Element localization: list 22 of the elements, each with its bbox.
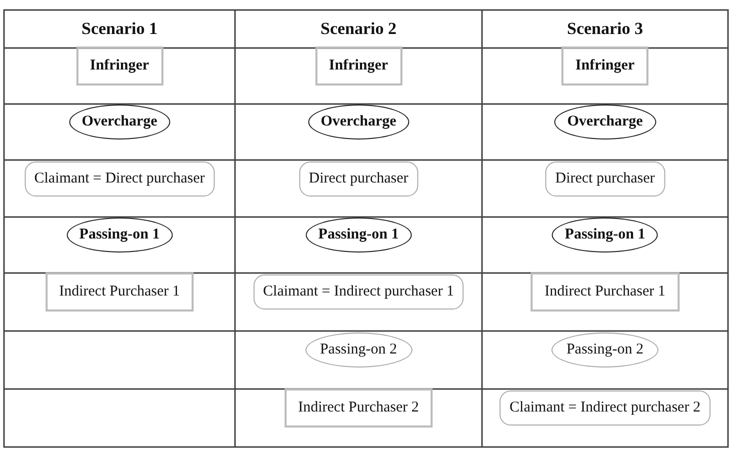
ellipse-node: Passing-on 1: [66, 218, 173, 252]
ellipse-node: Passing-on 1: [552, 218, 658, 252]
ellipse-node: Passing-on 1: [305, 218, 412, 252]
rounded-node: Claimant = Indirect purchaser 1: [253, 274, 464, 310]
box-node: Indirect Purchaser 2: [284, 388, 433, 428]
box-node: Infringer: [561, 46, 649, 86]
ellipse-node: Passing-on 2: [304, 332, 412, 368]
rounded-node: Direct purchaser: [545, 162, 665, 196]
rounded-node: Claimant = Direct purchaser: [24, 162, 215, 196]
rounded-node: Claimant = Indirect purchaser 2: [500, 390, 710, 426]
box-node: Indirect Purchaser 1: [45, 272, 194, 312]
ellipse-node: Overcharge: [68, 104, 170, 140]
column-header: Scenario 1: [80, 18, 159, 40]
box-node: Indirect Purchaser 1: [530, 272, 680, 312]
rounded-node: Direct purchaser: [298, 162, 418, 196]
box-node: Infringer: [76, 46, 164, 86]
column-header: Scenario 2: [319, 18, 398, 40]
ellipse-node: Passing-on 2: [551, 332, 659, 368]
column-header: Scenario 3: [566, 18, 644, 40]
ellipse-node: Overcharge: [554, 104, 656, 140]
ellipse-node: Overcharge: [308, 104, 410, 140]
box-node: Infringer: [314, 46, 402, 86]
